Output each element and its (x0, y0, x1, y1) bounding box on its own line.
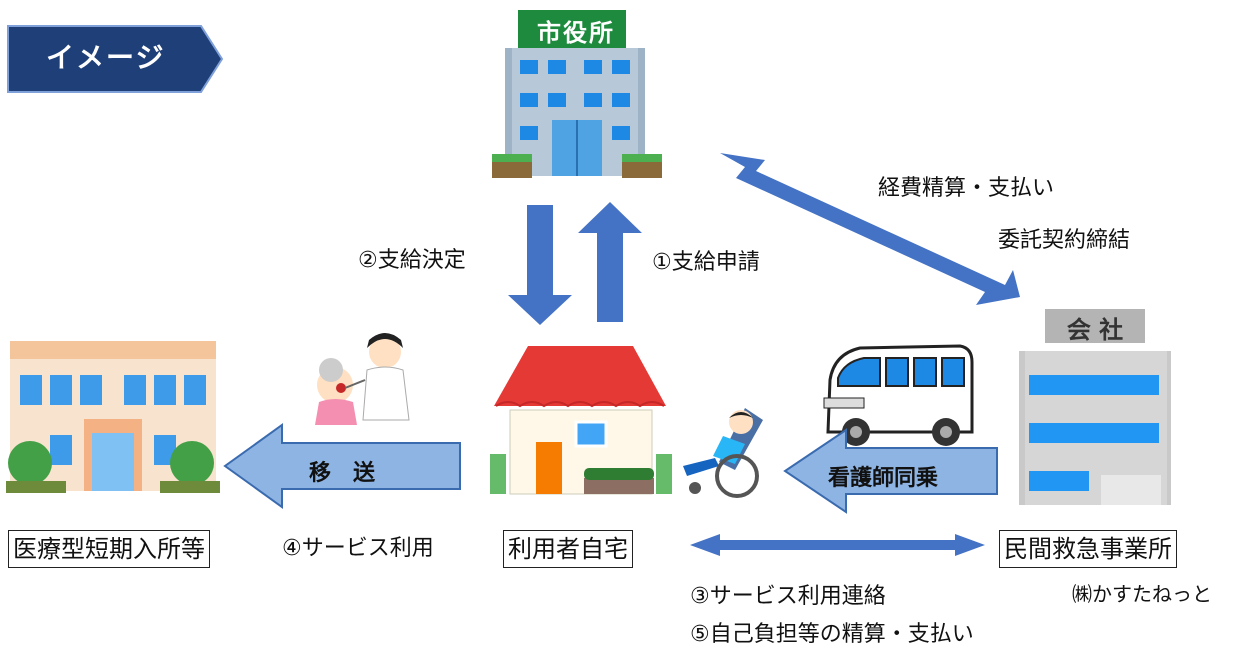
service-contact-label: ③サービス利用連絡 (690, 584, 886, 609)
facility-label: 医療型短期入所等 (8, 530, 210, 568)
settlement-contract-arrow (720, 153, 1020, 305)
copay-settlement-label: ⑤自己負担等の精算・支払い (690, 622, 974, 647)
facility-building-icon (6, 341, 220, 493)
banner-label: イメージ (46, 41, 166, 74)
settlement-label: 経費精算・支払い (878, 176, 1055, 201)
wheelchair-person-illustration (683, 408, 763, 498)
company-sign: 会 社 (1066, 316, 1124, 344)
company-building-icon (1019, 309, 1171, 505)
dental-care-illustration (315, 333, 410, 425)
ambulance-van-icon (823, 344, 974, 446)
transport-arrow (223, 423, 461, 509)
payment-decision-arrow (508, 205, 572, 325)
city-hall-icon (492, 10, 662, 178)
nurse-ride-arrow (783, 428, 998, 514)
company-sublabel: ㈱かすたねっと (1072, 582, 1212, 606)
payment-decision-label: ②支給決定 (358, 248, 466, 273)
contract-label: 委託契約締結 (998, 228, 1131, 253)
service-contact-arrow (690, 534, 985, 556)
company-label: 民間救急事業所 (999, 530, 1177, 568)
nurse-ride-label: 看護師同乗 (828, 466, 939, 491)
transport-label: 移 送 (309, 461, 376, 486)
payment-application-arrow (578, 202, 642, 322)
payment-application-label: ①支給申請 (652, 250, 760, 275)
city-hall-sign: 市役所 (537, 19, 615, 47)
home-house-icon (490, 346, 672, 495)
service-use-label: ④サービス利用 (282, 536, 434, 561)
image-banner (7, 25, 224, 93)
home-label: 利用者自宅 (503, 530, 633, 568)
